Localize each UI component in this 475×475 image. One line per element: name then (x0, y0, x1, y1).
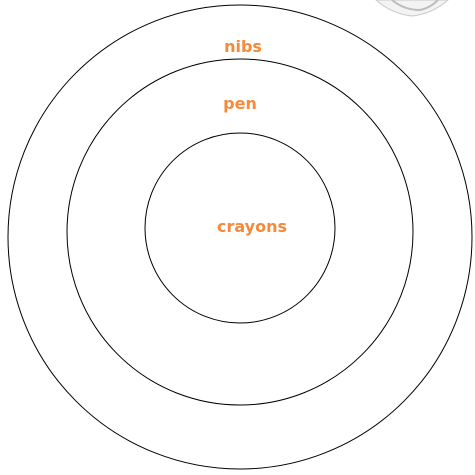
outer-ring (8, 5, 472, 469)
corner-decoration (376, 0, 448, 16)
middle-ring-label: pen (223, 94, 257, 113)
inner-ring-label: crayons (217, 217, 287, 236)
outer-ring-label: nibs (224, 37, 262, 56)
